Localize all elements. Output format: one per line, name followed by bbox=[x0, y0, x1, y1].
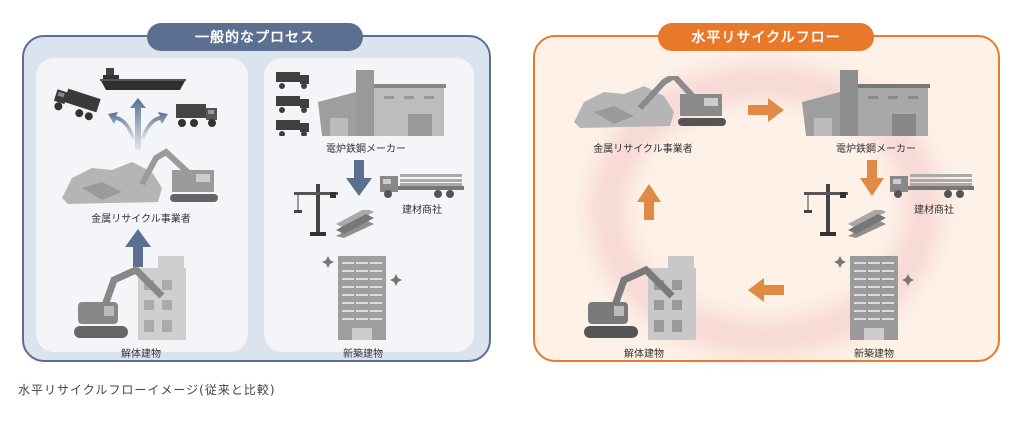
down-arrow-icon bbox=[860, 160, 884, 196]
node-label-metal-recycler: 金属リサイクル事業者 bbox=[593, 144, 693, 155]
split-arrows-icon bbox=[108, 98, 168, 150]
node-label-new-building: 新築建物 bbox=[343, 349, 383, 360]
excavator-scrap-icon bbox=[574, 76, 734, 134]
demolition-excavator-icon bbox=[74, 256, 196, 344]
dump-truck-icon bbox=[52, 88, 102, 121]
steel-beams-icon bbox=[336, 210, 374, 238]
cargo-ship-icon bbox=[100, 66, 188, 92]
tower-crane-icon bbox=[800, 184, 850, 236]
demolition-excavator-icon bbox=[584, 256, 706, 344]
general-process-title: 一般的なプロセス bbox=[147, 23, 363, 51]
dump-truck-icon bbox=[174, 100, 220, 130]
flatbed-truck-icon bbox=[890, 172, 974, 198]
node-label-new-building: 新築建物 bbox=[854, 349, 894, 360]
dump-truck-stack-icon bbox=[276, 70, 312, 136]
excavator-scrap-icon bbox=[62, 148, 222, 206]
node-label-eaf-steel-maker: 電炉鉄鋼メーカー bbox=[326, 144, 406, 155]
node-label-material-trader: 建材商社 bbox=[914, 205, 954, 216]
node-label-demolition: 解体建物 bbox=[121, 349, 161, 360]
steel-beams-icon bbox=[848, 210, 886, 238]
right-arrow-icon bbox=[748, 98, 784, 122]
high-rise-building-icon bbox=[834, 252, 916, 340]
flatbed-truck-icon bbox=[380, 172, 464, 198]
horizontal-flow-title: 水平リサイクルフロー bbox=[658, 23, 874, 51]
up-arrow-icon bbox=[125, 229, 151, 267]
figure-caption: 水平リサイクルフローイメージ(従来と比較) bbox=[18, 383, 276, 397]
tower-crane-icon bbox=[290, 184, 340, 236]
node-label-material-trader: 建材商社 bbox=[402, 205, 442, 216]
factory-icon bbox=[318, 70, 448, 136]
up-arrow-icon bbox=[637, 184, 661, 220]
left-arrow-icon bbox=[748, 278, 784, 302]
node-label-metal-recycler: 金属リサイクル事業者 bbox=[91, 214, 191, 225]
high-rise-building-icon bbox=[322, 252, 404, 340]
node-label-demolition: 解体建物 bbox=[624, 349, 664, 360]
node-label-eaf-steel-maker: 電炉鉄鋼メーカー bbox=[836, 144, 916, 155]
factory-icon bbox=[802, 70, 932, 136]
down-arrow-icon bbox=[346, 160, 372, 196]
